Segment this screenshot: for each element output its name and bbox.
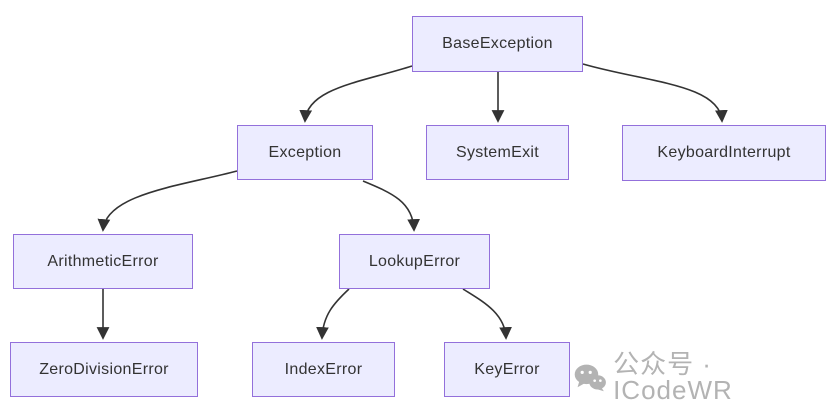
- edge-lookuperror-indexerror: [316, 288, 350, 340]
- node-baseexception: BaseException: [412, 16, 583, 72]
- edge-baseexception-exception: [299, 65, 413, 123]
- watermark: 公众号 · ICodeWR: [574, 351, 827, 403]
- node-systemexit: SystemExit: [426, 125, 569, 180]
- wechat-icon: [574, 364, 606, 391]
- watermark-text: 公众号 · ICodeWR: [613, 349, 733, 404]
- edge-baseexception-keyboardinterrupt: [582, 63, 728, 123]
- node-exception: Exception: [237, 125, 373, 180]
- node-zerodivisionerror: ZeroDivisionError: [10, 342, 198, 397]
- edge-lookuperror-keyerror: [462, 288, 512, 340]
- node-keyboardinterrupt: KeyboardInterrupt: [622, 125, 826, 181]
- edge-exception-lookuperror: [362, 180, 420, 232]
- node-arithmeticerror: ArithmeticError: [13, 234, 193, 289]
- edge-exception-arithmeticerror: [97, 170, 238, 232]
- node-keyerror: KeyError: [444, 342, 570, 397]
- node-indexerror: IndexError: [252, 342, 395, 397]
- node-lookuperror: LookupError: [339, 234, 490, 289]
